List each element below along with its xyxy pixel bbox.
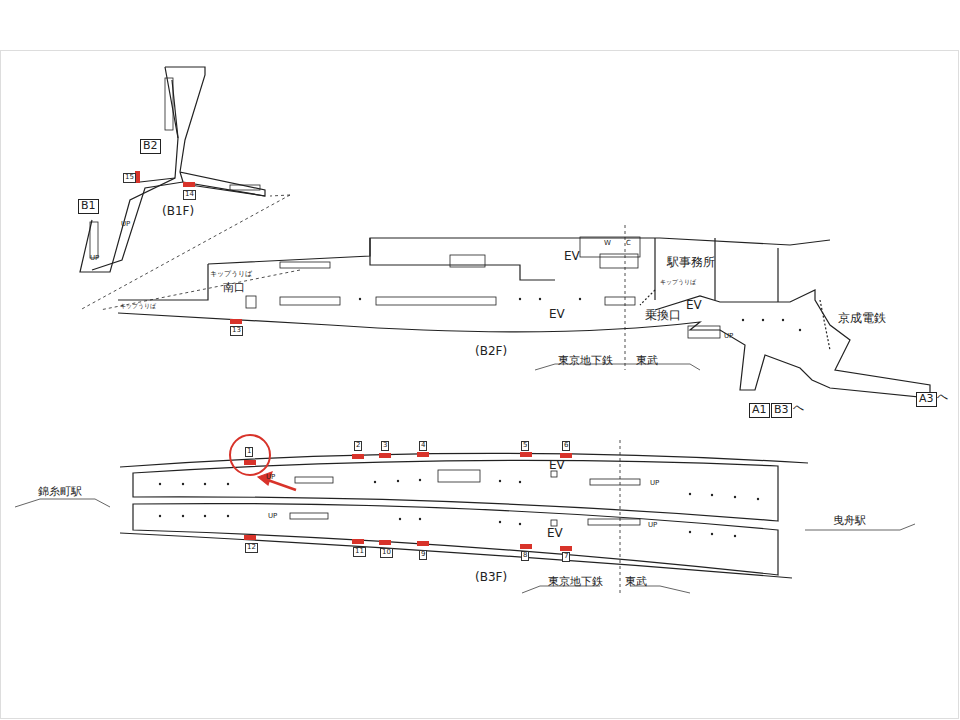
map-label: UP [648,522,657,530]
exit-box: B3 [771,403,792,418]
map-label: EV [686,299,702,312]
callout-number: 6 [562,441,570,451]
map-label: UP [121,221,130,229]
map-label: 東京地下鉄 [548,576,603,588]
map-label: UP [650,480,659,488]
map-label: EV [547,527,563,540]
callout-number: 3 [381,441,389,451]
map-label: UP [268,513,277,521]
callout-number: 12 [245,543,258,553]
callout-number: 2 [354,441,362,451]
map-label: EV [564,250,580,263]
callout-number: 10 [380,548,393,558]
callout-number: 1 [245,447,253,457]
exit-name: B1 [79,200,98,212]
map-label: (B1F) [162,205,194,218]
callout-number: 8 [521,551,529,561]
map-label: 曳舟駅 [833,515,866,527]
exit-box: A3 [916,392,937,407]
callout-number: 11 [353,547,366,557]
map-label: 東京地下鉄 [558,355,613,367]
exit-box: B2 [140,139,161,154]
map-label: 南口 [223,282,245,294]
map-label: 駅事務所 [667,256,715,269]
callout-number: 4 [419,441,427,451]
map-label: (B2F) [475,345,507,358]
callout-number: 9 [419,550,427,560]
exit-box: A1 [749,403,770,418]
map-label: EV [549,308,565,321]
exit-box: B1 [78,199,99,214]
map-label: 東武 [636,355,658,367]
map-label: (B3F) [475,571,507,584]
map-label: UP [90,255,99,263]
map-label: C [626,240,631,248]
map-label: UP [266,474,275,482]
map-label: 錦糸町駅 [38,486,82,498]
map-label: へ [937,391,948,403]
exit-name: A3 [917,393,936,405]
callout-number: 7 [562,552,570,562]
map-label: キップうりば [120,303,156,310]
map-label: 乗換口 [645,309,681,322]
exit-name: B3 [772,404,791,416]
callout-number: 13 [230,326,243,336]
map-label: UP [724,333,733,341]
exit-name: B2 [141,140,160,152]
map-label: 京成電鉄 [838,312,886,325]
map-label: 東武 [625,576,647,588]
callout-number: 14 [183,190,196,200]
map-label: キップうりば [210,271,252,279]
callout-number: 15 [123,173,136,183]
exit-name: A1 [750,404,769,416]
map-label: W [604,240,611,248]
map-label: EV [549,459,565,472]
map-label: キップうりば [660,279,696,286]
map-label: へ [793,402,804,414]
callout-number: 5 [521,441,529,451]
